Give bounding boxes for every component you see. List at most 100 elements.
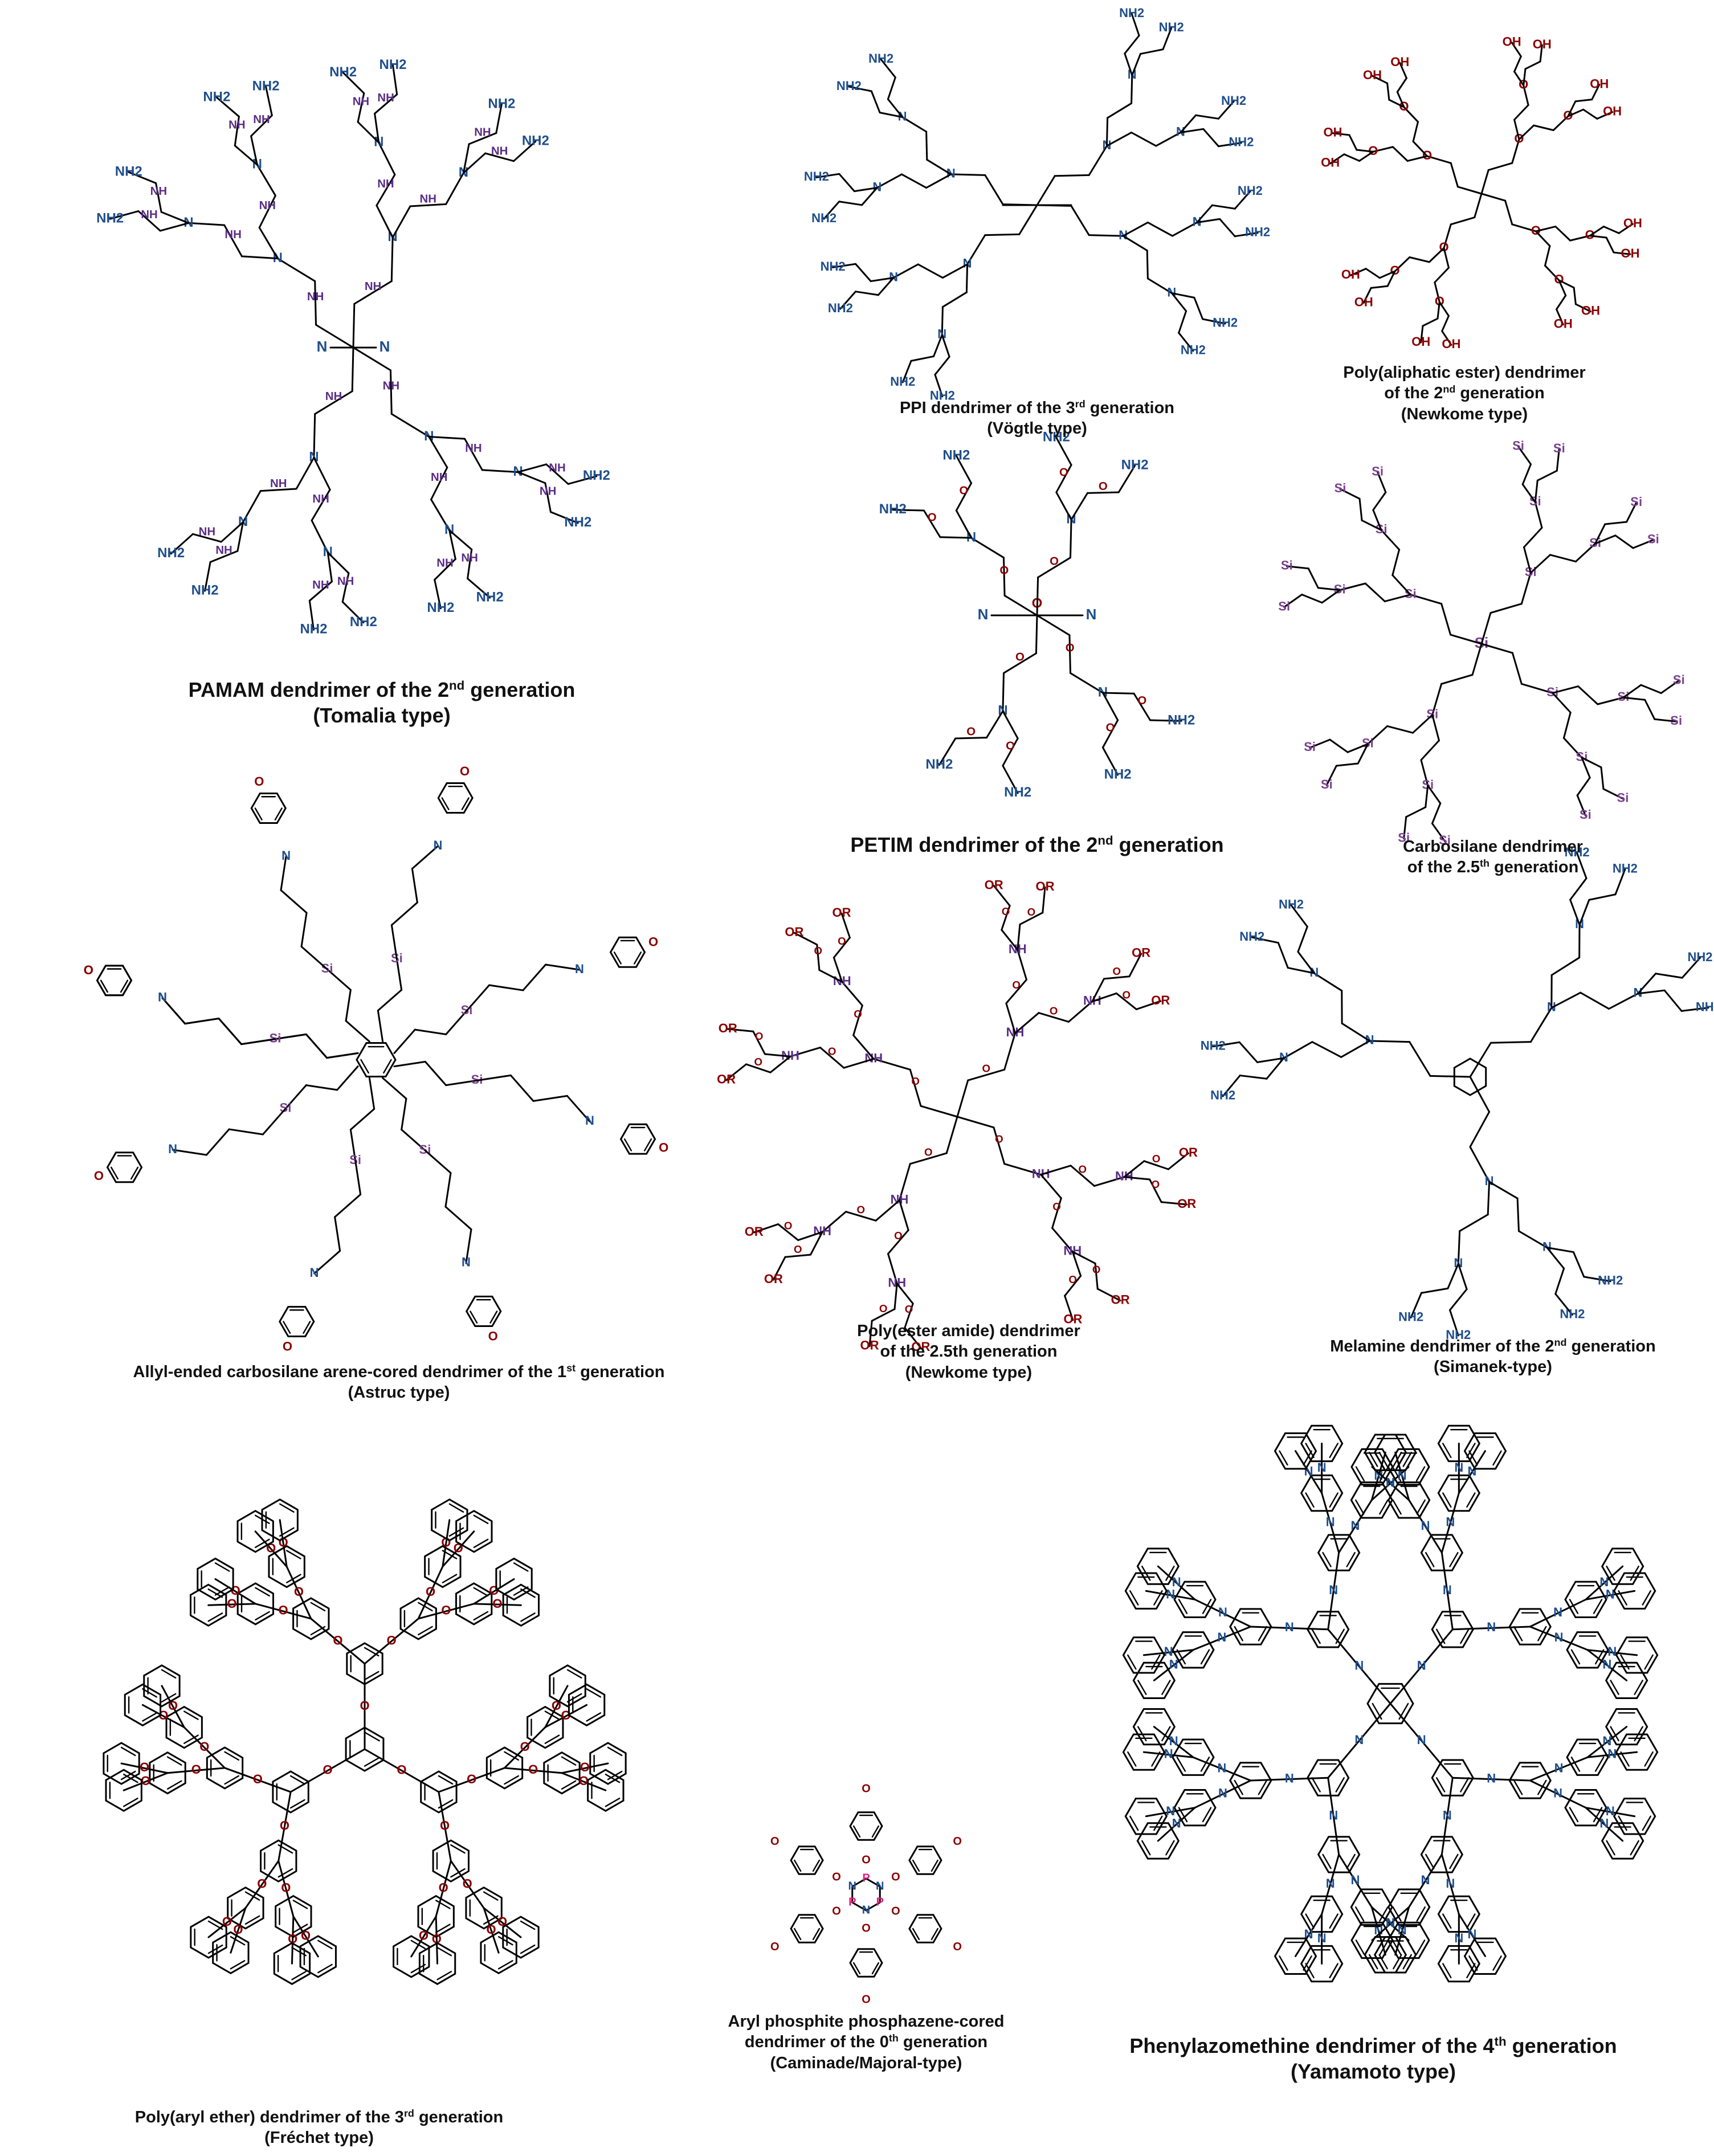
atom-label: N <box>1164 1746 1173 1761</box>
benzene-ring <box>1124 1798 1168 1835</box>
bond <box>566 1669 582 1679</box>
benzene-ring <box>227 1886 264 1930</box>
bond <box>815 173 840 178</box>
bond <box>1131 13 1140 36</box>
bond <box>1513 104 1529 121</box>
bond <box>1091 978 1105 1003</box>
terminal-group: NH2 <box>1565 845 1590 859</box>
bond <box>1151 1751 1161 1767</box>
benzene-ring <box>356 1042 397 1077</box>
linker-label: O <box>794 1243 802 1255</box>
branch-node: Si <box>1362 736 1374 750</box>
atom-label: O <box>432 1932 442 1946</box>
bond <box>898 1163 911 1202</box>
bond <box>1554 1293 1573 1316</box>
bond <box>950 173 986 176</box>
bond <box>1596 111 1614 120</box>
bond <box>520 1920 536 1930</box>
bond <box>349 1108 376 1131</box>
bond <box>1434 281 1440 303</box>
atom-label: N <box>1218 1786 1227 1800</box>
atom-label: N <box>1169 1734 1178 1748</box>
benzene-ring <box>1373 1434 1417 1471</box>
bond <box>1618 223 1634 234</box>
bond <box>1567 108 1585 117</box>
terminal-group: NH2 <box>1168 713 1195 728</box>
bond <box>871 1825 880 1838</box>
bond <box>327 552 333 583</box>
bond <box>912 1928 920 1941</box>
bond <box>1180 128 1205 134</box>
bond <box>623 1138 632 1152</box>
linker-label: NH <box>353 95 369 108</box>
bond <box>1402 1451 1412 1467</box>
bond <box>855 291 879 296</box>
bond <box>1036 175 1056 206</box>
linker-label: O <box>928 512 937 524</box>
bond <box>434 578 442 610</box>
bond <box>292 1900 308 1909</box>
bond <box>1412 714 1434 734</box>
bond <box>445 1010 468 1035</box>
bond <box>438 1791 452 1862</box>
bond <box>1572 1251 1585 1278</box>
bond <box>1386 725 1414 734</box>
benzene-ring <box>1566 1631 1609 1669</box>
bond <box>1544 264 1560 281</box>
bond <box>1523 68 1527 87</box>
atom-label: O <box>279 1603 288 1618</box>
bond <box>926 158 952 175</box>
atom-label: N <box>1487 1620 1496 1634</box>
bond <box>354 1159 362 1195</box>
bond <box>393 1028 416 1054</box>
bond <box>566 1095 591 1122</box>
bond <box>1415 1466 1426 1482</box>
bond <box>1450 634 1483 645</box>
bond <box>1123 1176 1151 1181</box>
bond <box>428 435 466 440</box>
bond <box>1536 469 1558 481</box>
bond <box>1586 1726 1628 1758</box>
bond <box>317 1939 333 1950</box>
atom-label: N <box>1467 1464 1476 1478</box>
poly-aliphatic-ester-structure: OOOHOHOOHOHOOOHOHOOHOHOOOHOHOOHOHOOOHOHO… <box>1321 34 1642 351</box>
bond <box>1295 1450 1323 1494</box>
bond <box>1051 1227 1074 1253</box>
bond <box>1442 1443 1452 1458</box>
bond <box>797 1231 823 1242</box>
bond <box>1405 806 1427 818</box>
benzene-ring <box>268 1545 305 1589</box>
bond <box>1431 802 1442 824</box>
linker-label: O <box>1152 1153 1161 1165</box>
atom-label: N <box>1599 1575 1609 1589</box>
bond <box>1554 1267 1565 1295</box>
benzene-ring <box>1366 1683 1414 1725</box>
bond <box>1128 953 1142 978</box>
bond <box>955 455 973 484</box>
linker-label: O <box>911 1075 920 1087</box>
bond <box>875 1199 900 1222</box>
bond <box>1537 1626 1547 1642</box>
bond <box>1431 822 1446 842</box>
atom-label: O <box>439 1881 448 1895</box>
atom-label: N <box>575 962 584 976</box>
bond <box>120 1746 136 1757</box>
bond <box>855 263 872 283</box>
bond <box>909 1068 922 1107</box>
bond <box>1343 153 1361 162</box>
atom-label: N <box>1487 1771 1496 1785</box>
bond <box>1384 594 1411 602</box>
bond <box>109 210 140 220</box>
bond <box>1576 852 1588 880</box>
bond <box>470 1310 478 1324</box>
benzene-ring <box>272 1770 309 1814</box>
terminal-group: NH2 <box>1221 93 1246 108</box>
bond <box>784 1253 812 1258</box>
bond <box>1602 226 1620 234</box>
bond <box>818 969 843 983</box>
atom-label: N <box>1354 1659 1364 1673</box>
bond <box>1133 692 1152 721</box>
bond <box>1550 957 1581 976</box>
